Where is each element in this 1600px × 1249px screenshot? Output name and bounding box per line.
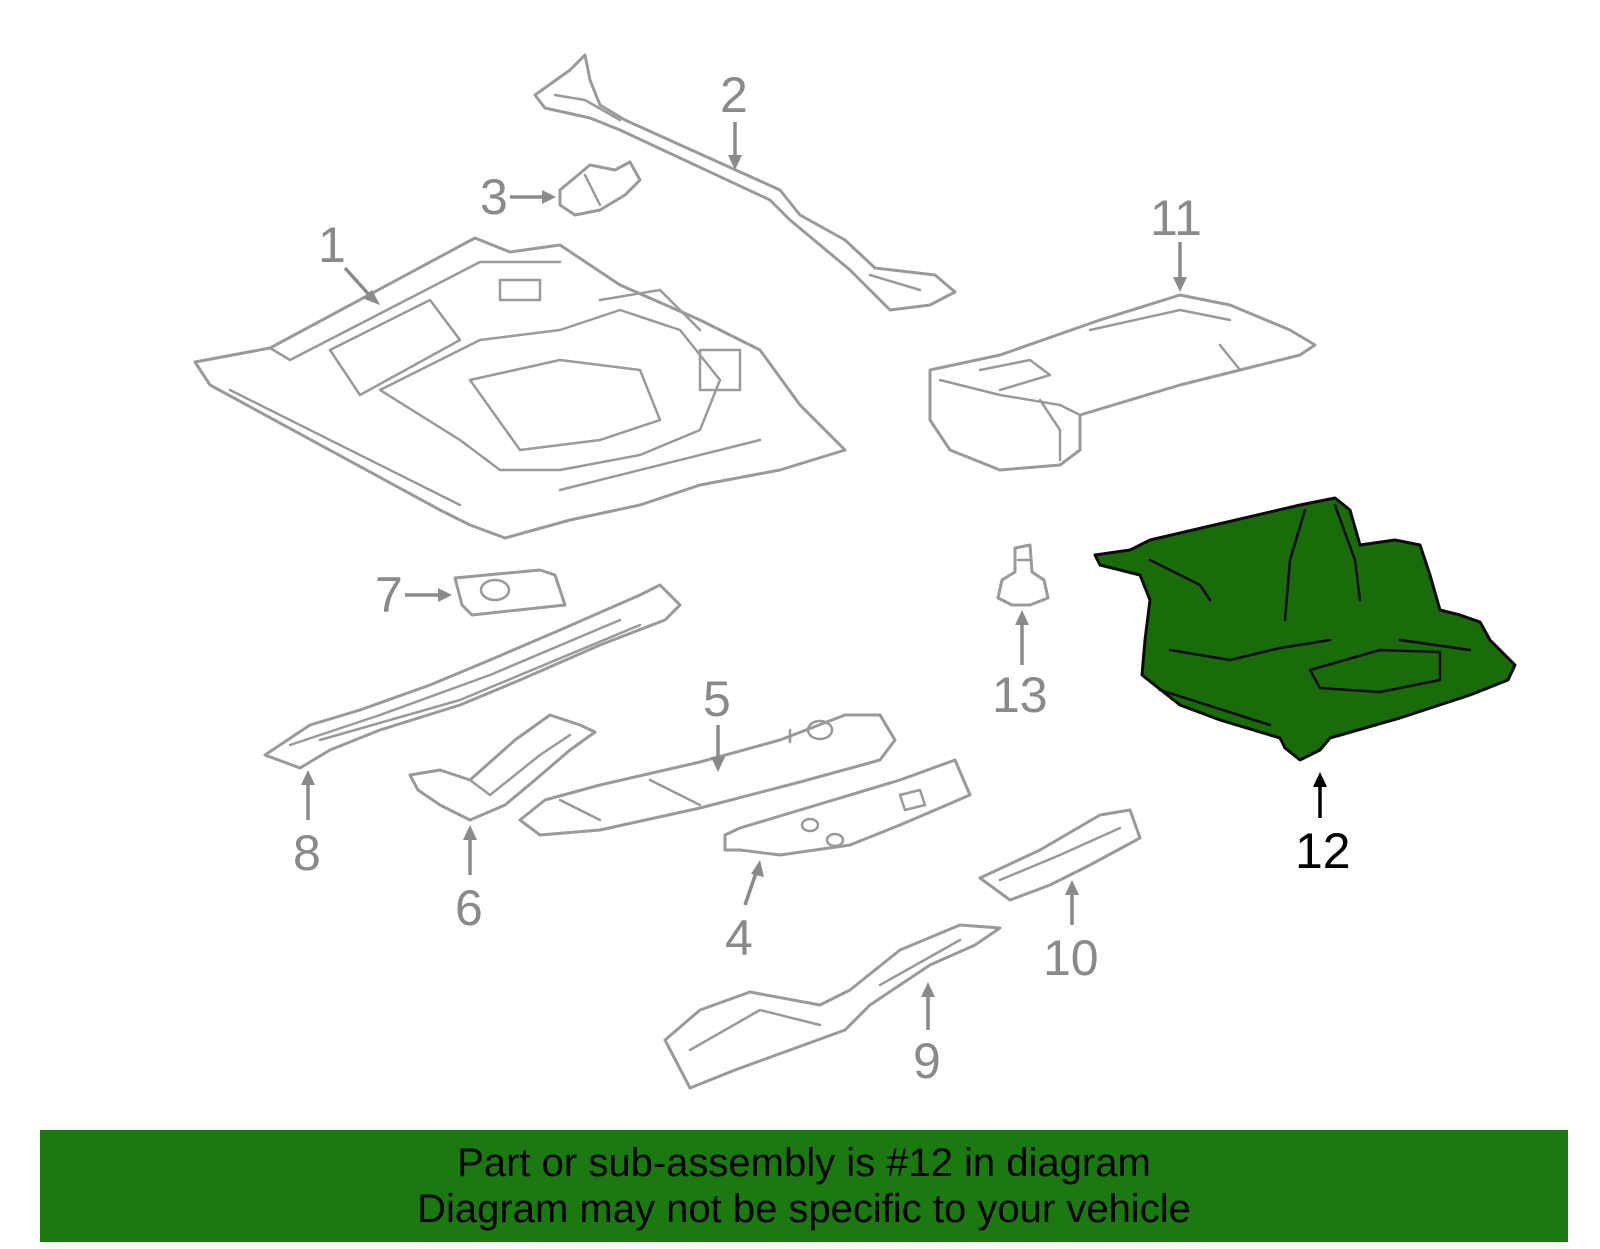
callout-label-2: 2 [720, 67, 748, 123]
banner-line-disclaimer: Diagram may not be specific to your vehi… [417, 1187, 1191, 1231]
callout-6: 6 [455, 825, 483, 936]
callout-label-11: 11 [1150, 190, 1202, 246]
part-5-reinforcement[interactable] [518, 713, 897, 837]
info-banner: Part or sub-assembly is #12 in diagram D… [40, 1130, 1568, 1242]
callout-label-1: 1 [318, 217, 346, 273]
callout-label-6: 6 [455, 880, 483, 936]
part-6-channel-bracket[interactable] [408, 713, 597, 822]
callout-5: 5 [703, 671, 731, 772]
callout-label-12: 12 [1295, 823, 1351, 879]
part-2-crossmember-bar[interactable] [533, 53, 957, 312]
callout-10: 10 [1043, 880, 1099, 986]
callout-label-9: 9 [913, 1033, 941, 1089]
callout-7: 7 [375, 567, 452, 623]
callout-label-8: 8 [293, 825, 321, 881]
banner-line-part-info: Part or sub-assembly is #12 in diagram [457, 1141, 1151, 1185]
callout-label-3: 3 [480, 169, 508, 225]
callout-12: 12 [1295, 772, 1351, 879]
part-12-under-cover-highlighted[interactable] [1093, 496, 1517, 762]
callout-label-13: 13 [992, 667, 1048, 723]
part-10-channel[interactable] [978, 808, 1142, 902]
part-4-floor-plate[interactable] [723, 758, 972, 857]
part-1-floor-pan[interactable] [193, 236, 847, 540]
callout-11: 11 [1150, 190, 1202, 292]
callout-4: 4 [725, 860, 764, 966]
part-7-plate[interactable] [453, 568, 567, 617]
part-9-lower-rail[interactable] [663, 923, 1002, 1090]
callout-9: 9 [913, 982, 941, 1089]
callout-2: 2 [720, 67, 748, 170]
callout-8: 8 [293, 770, 321, 881]
part-3-bracket[interactable] [558, 160, 642, 217]
part-13-clip[interactable] [996, 543, 1050, 607]
callout-label-7: 7 [375, 567, 403, 623]
callout-1: 1 [318, 217, 380, 305]
part-8-side-rail[interactable] [263, 583, 682, 770]
callout-13: 13 [992, 610, 1048, 723]
callout-label-10: 10 [1043, 930, 1099, 986]
callout-label-5: 5 [703, 671, 731, 727]
part-11-spare-tire-pan[interactable] [928, 293, 1317, 472]
callout-3: 3 [480, 169, 556, 225]
parts-diagram: 1 2 3 11 13 12 7 5 8 [193, 53, 1517, 1090]
callout-label-4: 4 [725, 910, 753, 966]
